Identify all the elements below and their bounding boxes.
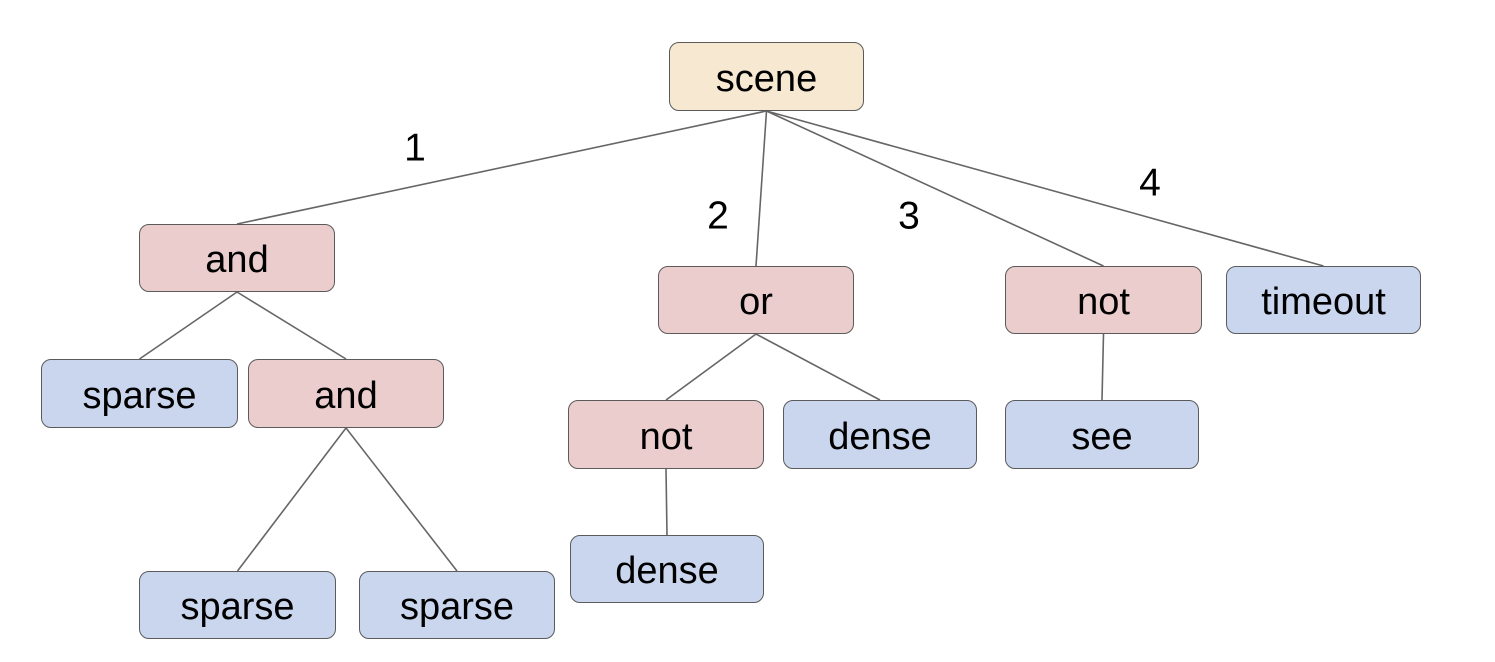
- tree-node-sparse-1: sparse: [41, 359, 238, 428]
- edge-or-1-not-2: [665, 333, 757, 401]
- edge-label-2: 2: [707, 194, 729, 238]
- node-label-sparse-2: sparse: [180, 586, 295, 628]
- tree-node-dense-1: dense: [783, 400, 977, 469]
- node-label-not-1: not: [1077, 281, 1130, 323]
- tree-node-and-2: and: [248, 359, 444, 428]
- tree-node-or-1: or: [658, 266, 854, 334]
- node-label-dense-2: dense: [615, 550, 719, 592]
- edge-scene-and-1: [236, 110, 767, 225]
- edge-not-2-dense-2: [665, 468, 668, 536]
- edge-or-1-dense-1: [755, 333, 881, 401]
- edge-label-1: 1: [404, 126, 426, 170]
- tree-node-dense-2: dense: [570, 535, 764, 603]
- tree-node-timeout-1: timeout: [1226, 266, 1421, 334]
- node-label-sparse-3: sparse: [399, 586, 515, 628]
- node-label-timeout-1: timeout: [1261, 281, 1386, 323]
- node-label-not-2: not: [639, 415, 693, 458]
- tree-node-sparse-2: sparse: [139, 571, 336, 639]
- node-label-and-1: and: [205, 239, 269, 281]
- edge-scene-or-1: [755, 110, 768, 267]
- tree-node-sparse-3: sparse: [359, 571, 555, 639]
- tree-node-not-1: not: [1005, 266, 1202, 334]
- edge-and-2-sparse-3: [345, 427, 458, 572]
- edge-label-3: 3: [898, 194, 920, 238]
- tree-node-see-1: see: [1005, 400, 1199, 469]
- edge-and-1-sparse-1: [139, 291, 238, 360]
- edge-scene-not-1: [766, 110, 1104, 267]
- edge-not-1-see-1: [1101, 333, 1105, 401]
- edge-and-1-and-2: [236, 291, 347, 360]
- edge-label-4: 4: [1139, 161, 1161, 205]
- node-label-sparse-1: sparse: [82, 374, 197, 417]
- node-label-and-2: and: [314, 374, 378, 417]
- node-label-or-1: or: [739, 281, 773, 323]
- tree-node-not-2: not: [568, 400, 764, 469]
- edge-and-2-sparse-2: [236, 427, 347, 572]
- node-label-dense-1: dense: [828, 415, 932, 458]
- node-label-see-1: see: [1071, 415, 1133, 458]
- edge-scene-timeout-1: [766, 110, 1324, 267]
- tree-node-scene: scene: [669, 42, 864, 111]
- node-label-scene: scene: [715, 57, 818, 100]
- tree-node-and-1: and: [139, 224, 335, 292]
